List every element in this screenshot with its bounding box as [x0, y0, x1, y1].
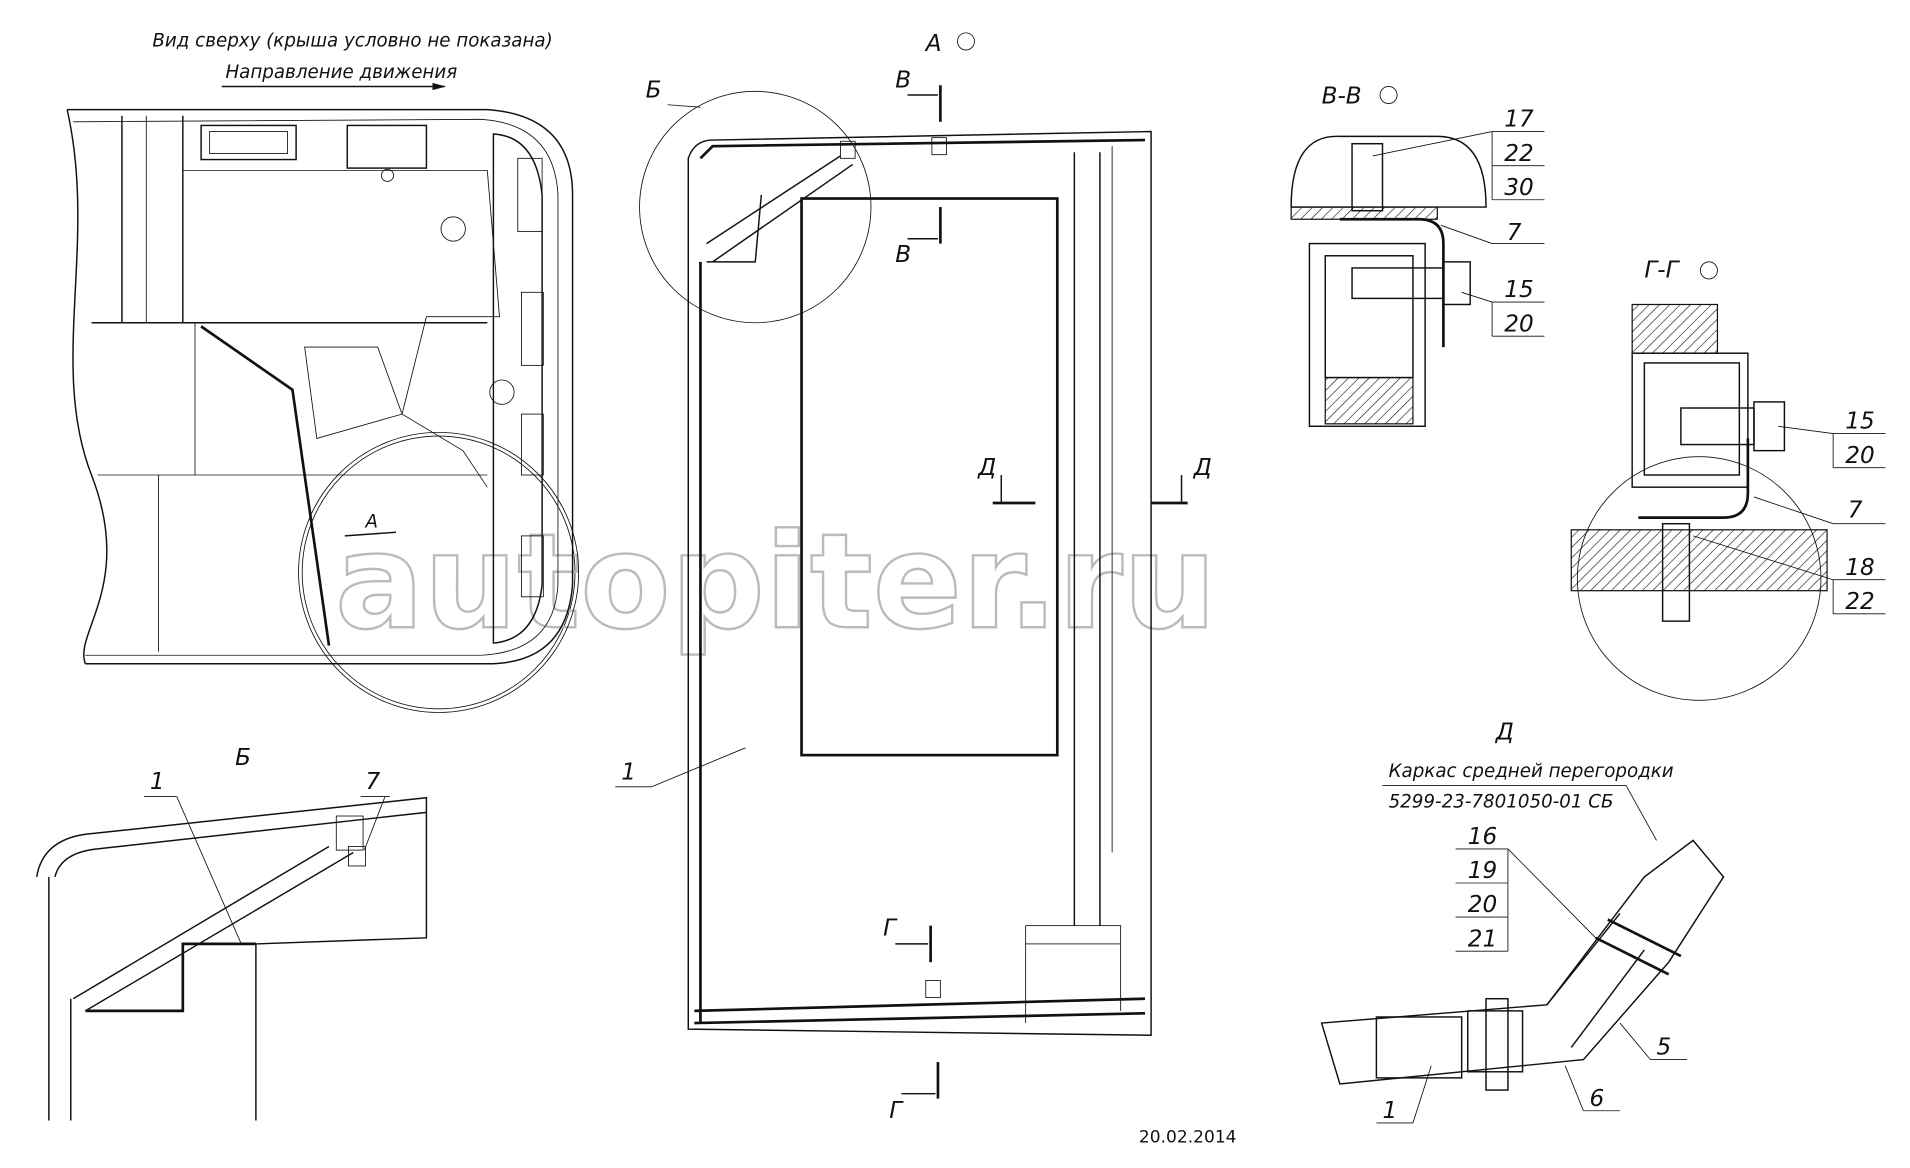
position-22: 22: [1845, 589, 1874, 615]
position-17: 17: [1504, 107, 1534, 133]
position-18: 18: [1845, 555, 1874, 581]
section-d-right-label: Д: [1193, 455, 1212, 481]
detail-d-label: Д: [1495, 719, 1514, 745]
position-6: 6: [1590, 1086, 1605, 1112]
main-position-1: 1: [621, 759, 636, 785]
position-16: 16: [1468, 824, 1497, 850]
top-view-title: Вид сверху (крыша условно не показана): [152, 30, 552, 51]
detail-b-position-1: 1: [150, 769, 165, 795]
position-22: 22: [1504, 141, 1533, 167]
position-19: 19: [1468, 858, 1497, 884]
position-21: 21: [1468, 926, 1497, 952]
watermark-text: autopiter.ru: [335, 506, 1216, 659]
detail-b-position-7: 7: [366, 769, 381, 795]
position-20: 20: [1845, 443, 1874, 469]
detail-d: Д Каркас средней перегородки 5299-23-780…: [1320, 719, 1725, 1124]
position-30: 30: [1504, 175, 1533, 201]
date-label: 20.02.2014: [1139, 1127, 1237, 1147]
main-view: А Б В В Д Д Г Г 1: [615, 31, 1212, 1124]
direction-label: Направление движения: [225, 62, 457, 83]
section-g-top-label: Г: [883, 915, 898, 941]
section-gg-label: Г-Г: [1644, 258, 1680, 284]
view-a-label: А: [924, 31, 942, 57]
section-vv: В-В 17 22 30 7 15 20: [1290, 84, 1545, 428]
section-gg-positions: 15 20 7 18 22: [1692, 409, 1886, 615]
section-vv-positions: 17 22 30 7 15 20: [1372, 107, 1545, 337]
view-a-inner-label: А: [365, 511, 378, 532]
frame-title: Каркас средней перегородки: [1389, 761, 1674, 782]
section-g-bottom-label: Г: [889, 1098, 904, 1124]
frame-code: 5299-23-7801050-01 СБ: [1389, 791, 1614, 812]
detail-d-positions: 16 19 20 21 5 6 1: [1376, 824, 1687, 1124]
callout-b-label: Б: [646, 77, 662, 103]
section-v-top-label: В: [895, 68, 911, 94]
section-v-bottom-label: В: [895, 242, 911, 268]
position-20: 20: [1468, 892, 1497, 918]
top-view: Вид сверху (крыша условно не показана) Н…: [66, 30, 580, 713]
position-1: 1: [1382, 1098, 1397, 1124]
section-gg: Г-Г 15 20 7 18 22: [1570, 258, 1886, 701]
position-15: 15: [1504, 277, 1533, 303]
position-5: 5: [1657, 1035, 1672, 1061]
position-7: 7: [1848, 498, 1863, 524]
watermark: autopiter.ru: [301, 435, 1218, 710]
detail-b: Б 1 7: [35, 745, 428, 1121]
detail-b-label: Б: [235, 745, 251, 771]
section-d-left-label: Д: [977, 455, 996, 481]
position-7: 7: [1507, 220, 1522, 246]
position-20: 20: [1504, 311, 1533, 337]
section-vv-label: В-В: [1322, 84, 1362, 110]
position-15: 15: [1845, 409, 1874, 435]
